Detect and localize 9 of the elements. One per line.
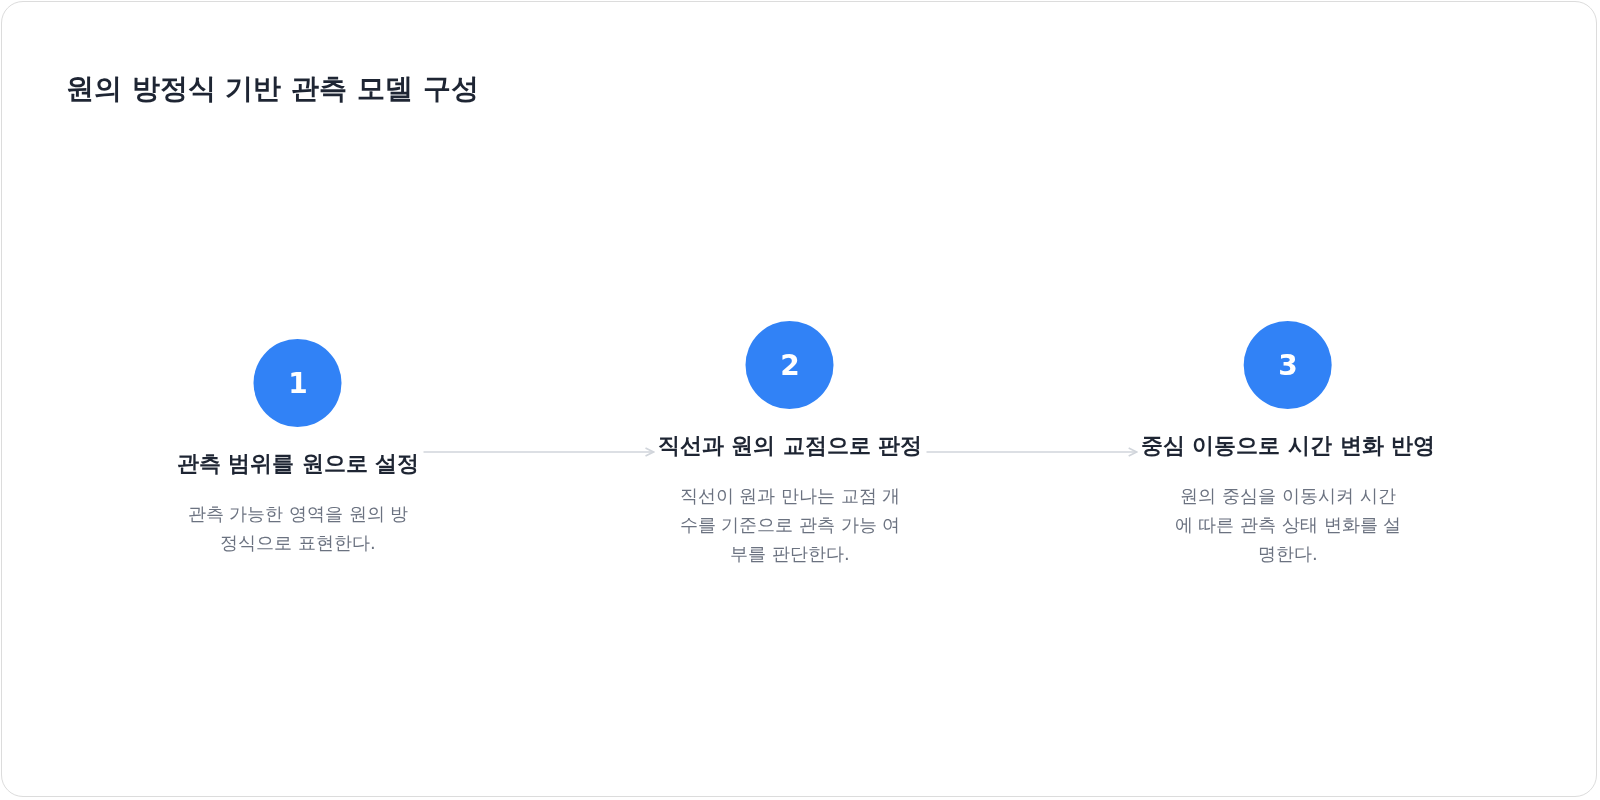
step-description: 원의 중심을 이동시켜 시간에 따른 관측 상태 변화를 설명한다. — [1173, 484, 1403, 566]
step-description: 관측 가능한 영역을 원의 방정식으로 표현한다. — [186, 502, 410, 555]
step-heading: 중심 이동으로 시간 변화 반영 — [1140, 432, 1436, 460]
step-description: 직선이 원과 만나는 교점 개수를 기준으로 관측 가능 여부를 판단한다. — [678, 484, 902, 566]
step-heading: 직선과 원의 교점으로 판정 — [657, 432, 923, 460]
arrow — [422, 447, 655, 457]
arrow — [925, 447, 1138, 457]
step-heading: 관측 범위를 원으로 설정 — [176, 450, 420, 478]
title: 원의 방정식 기반 관측 모델 구성 — [66, 71, 479, 107]
